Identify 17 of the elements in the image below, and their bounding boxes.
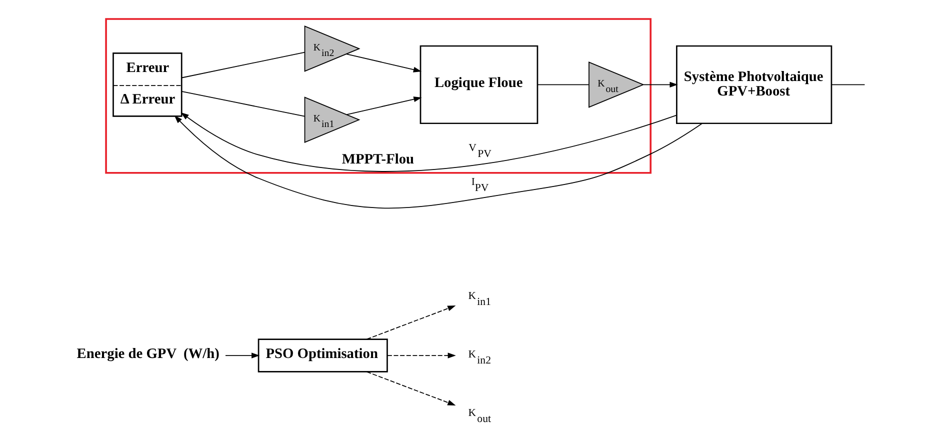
arrow — [224, 352, 260, 358]
connector — [536, 84, 589, 86]
arrow — [174, 115, 702, 209]
arrow — [366, 306, 456, 340]
node-box: Logique Floue — [419, 45, 538, 124]
arrow — [386, 352, 456, 358]
node-box: PSO Optimisation — [257, 338, 388, 372]
node-text: Energie de GPV (W/h) — [76, 346, 219, 362]
arrow — [180, 112, 676, 172]
arrow — [366, 371, 456, 406]
arrow — [642, 82, 678, 88]
connector — [180, 52, 305, 78]
arrow — [346, 54, 422, 72]
node-box: Système Photvoltaique GPV+Boost — [676, 45, 832, 124]
connector — [180, 91, 305, 117]
connector — [830, 84, 865, 86]
arrow — [346, 96, 422, 115]
